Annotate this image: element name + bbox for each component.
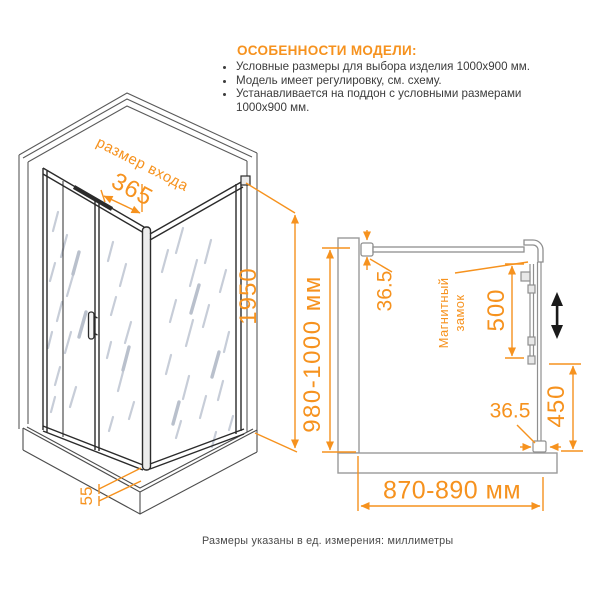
units-note: Размеры указаны в ед. измерения: миллиме… — [202, 535, 454, 547]
door-assembly — [520, 262, 547, 453]
magnetic-lock-label: Магнитный замок — [436, 277, 467, 349]
tray-height-dim: 55 — [76, 486, 96, 506]
top-view-walls — [337, 237, 558, 474]
iso-side-panel — [149, 180, 245, 470]
door-width-dim: 500 — [483, 288, 511, 332]
iso-tray — [22, 426, 258, 515]
iso-dimensions — [98, 182, 299, 506]
feature-item: Устанавливается на поддон с условными ра… — [236, 87, 600, 113]
corner-elbow — [523, 239, 544, 263]
wall-offset-top-dim: 36.5 — [373, 270, 397, 312]
features-list: Условные размеры для выбора изделия 1000… — [221, 60, 600, 114]
glass-hatching-bold — [71, 250, 221, 426]
top-view-drawing — [322, 230, 583, 511]
top-view-dimensions — [322, 230, 583, 511]
feature-item: Модель имеет регулировку, см. схему. — [236, 74, 600, 87]
iso-door-face — [42, 167, 145, 471]
depth-dim: 980-1000 мм — [299, 275, 327, 433]
wall-offset-bottom-dim: 36.5 — [489, 399, 531, 423]
side-panel-bar — [360, 239, 544, 263]
door-handle — [87, 311, 98, 340]
height-dim: 1950 — [235, 267, 263, 325]
features-title: ОСОБЕННОСТИ МОДЕЛИ: — [237, 43, 417, 58]
magnetic-lock — [520, 271, 531, 282]
iso-walls — [18, 92, 258, 432]
width-dim: 870-890 мм — [382, 476, 522, 505]
feature-item: Условные размеры для выбора изделия 1000… — [236, 60, 600, 73]
glass-hatching — [46, 210, 235, 449]
fixed-width-dim: 450 — [543, 384, 571, 428]
slide-direction-arrow — [551, 292, 563, 339]
iso-corner-post — [141, 226, 152, 471]
wall-bracket — [240, 175, 251, 186]
iso-drawing — [18, 92, 299, 515]
